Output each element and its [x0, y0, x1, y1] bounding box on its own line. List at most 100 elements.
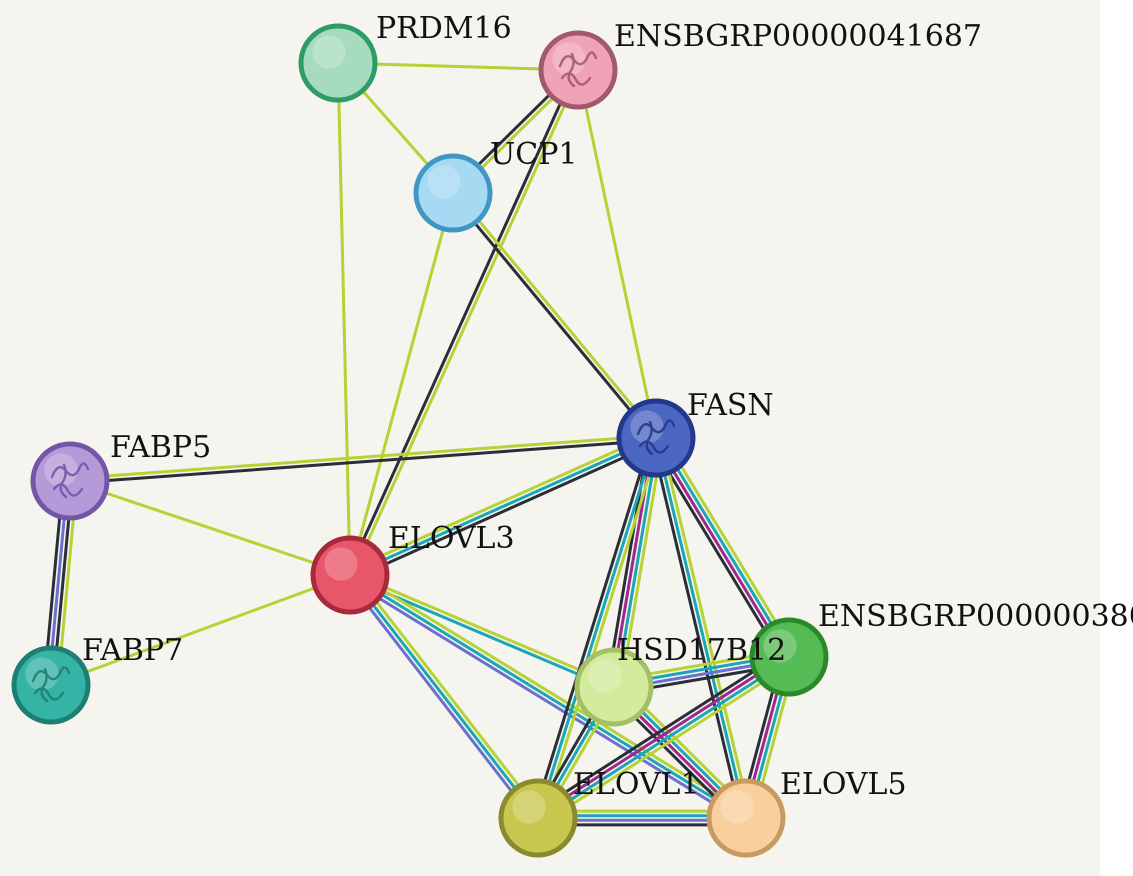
edge-FASN-ELOVL5[interactable]: [650, 435, 752, 821]
edge-strand-database: [656, 435, 793, 658]
edge-ELOVL3-FASN[interactable]: [346, 432, 660, 581]
edge-ELOVL3-ELOVL1[interactable]: [344, 570, 544, 823]
edge-ENSBGRP00000041687-FASN[interactable]: [576, 68, 658, 440]
edge-strand-textmining: [350, 69, 582, 578]
edge-strand-textmining: [350, 569, 750, 816]
edge-strand-coexpression: [449, 192, 656, 441]
edge-strand-coexpression: [648, 440, 785, 663]
edge-strand-textmining: [540, 661, 795, 826]
edge-strand-textmining: [336, 61, 352, 577]
node-layer: [11, 23, 829, 858]
edge-strand-homology: [346, 577, 746, 824]
node-highlight: [44, 453, 78, 487]
edge-strand-coexpression: [346, 67, 578, 576]
protein-structure-icon: [50, 462, 90, 499]
edge-strand-coexpression: [350, 440, 660, 581]
node-ENSBGRP00000038034[interactable]: [749, 617, 829, 697]
edge-FABP5-FASN[interactable]: [68, 434, 658, 485]
node-highlight: [552, 42, 586, 76]
node-FABP7[interactable]: [11, 645, 91, 725]
node-circle: [706, 778, 786, 858]
node-label-PRDM16: PRDM16: [376, 11, 512, 46]
node-ELOVL5[interactable]: [706, 778, 786, 858]
edge-ENSBGRP00000041687-ELOVL3[interactable]: [346, 67, 582, 578]
edge-strand-textmining: [576, 68, 658, 440]
node-circle: [11, 645, 91, 725]
node-FASN[interactable]: [616, 398, 696, 478]
edge-strand-database: [348, 573, 748, 820]
edge-strand-database: [536, 436, 658, 820]
node-label-FABP5: FABP5: [110, 430, 211, 465]
edge-UCP1-FASN[interactable]: [449, 190, 660, 441]
node-label-FABP7: FABP7: [82, 633, 183, 668]
node-FABP5[interactable]: [30, 441, 110, 521]
edge-FASN-ENSBGRP00000038034[interactable]: [648, 432, 797, 663]
node-circle: [498, 778, 578, 858]
node-highlight: [25, 657, 59, 691]
edge-strand-textmining: [352, 570, 544, 817]
edge-ELOVL3-ELOVL5[interactable]: [346, 569, 750, 824]
node-label-UCP1: UCP1: [490, 137, 578, 172]
node-circle: [749, 617, 829, 697]
edge-strand-database: [654, 436, 748, 820]
edge-strand-database: [537, 657, 792, 822]
edge-strand-textmining: [349, 571, 617, 687]
node-label-ELOVL5: ELOVL5: [780, 767, 907, 802]
node-circle: [310, 535, 390, 615]
edge-FABP5-ELOVL3[interactable]: [68, 479, 352, 577]
node-highlight: [630, 410, 664, 444]
edge-strand-textmining: [658, 435, 752, 819]
edge-strand-coexpression: [650, 437, 744, 821]
edge-UCP1-ELOVL3[interactable]: [348, 191, 455, 577]
node-circle: [574, 647, 654, 727]
protein-structure-icon: [31, 666, 71, 703]
node-label-ENSBGRP00000041687: ENSBGRP00000041687: [614, 19, 982, 54]
node-circle: [616, 398, 696, 478]
node-highlight: [427, 165, 461, 199]
edge-layer: [42, 61, 798, 827]
edge-strand-textmining: [68, 434, 658, 481]
diagram-background: [0, 0, 1100, 876]
node-label-ELOVL3: ELOVL3: [388, 521, 515, 556]
node-highlight: [588, 659, 622, 693]
node-UCP1[interactable]: [413, 153, 493, 233]
node-highlight: [312, 35, 346, 69]
node-label-ELOVL1: ELOVL1: [573, 767, 700, 802]
edge-PRDM16-ELOVL3[interactable]: [336, 61, 352, 577]
node-label-HSD17B12: HSD17B12: [617, 633, 786, 668]
node-circle: [30, 441, 110, 521]
edge-strand-experiments: [652, 437, 789, 660]
edge-strand-textmining: [346, 432, 656, 573]
edge-strand-homology: [344, 576, 536, 823]
node-label-FASN: FASN: [687, 388, 774, 423]
edge-strand-coexpression: [532, 649, 787, 814]
edge-strand-coexpression: [68, 438, 658, 485]
node-circle: [298, 23, 378, 103]
node-circle: [538, 30, 618, 110]
edge-ENSBGRP00000038034-ELOVL1[interactable]: [532, 649, 795, 826]
node-highlight: [763, 629, 797, 663]
edge-strand-database: [348, 573, 540, 820]
node-ELOVL3[interactable]: [310, 535, 390, 615]
edge-strand-textmining: [540, 437, 662, 821]
edge-strand-textmining: [68, 479, 352, 577]
edge-PRDM16-ENSBGRP00000041687[interactable]: [336, 61, 580, 72]
node-circle: [413, 153, 493, 233]
protein-structure-icon: [558, 51, 598, 88]
edge-strand-coexpression: [532, 435, 654, 819]
edge-FABP7-ELOVL3[interactable]: [49, 573, 352, 687]
edge-strand-database: [614, 436, 660, 689]
node-highlight: [720, 790, 754, 824]
node-highlight: [324, 547, 358, 581]
node-label-ENSBGRP00000038034: ENSBGRP00000038034: [818, 599, 1133, 634]
edge-FASN-ELOVL1[interactable]: [532, 435, 662, 821]
node-ENSBGRP00000041687[interactable]: [538, 30, 618, 110]
node-ELOVL1[interactable]: [498, 778, 578, 858]
node-PRDM16[interactable]: [298, 23, 378, 103]
node-HSD17B12[interactable]: [574, 647, 654, 727]
edge-strand-database: [348, 436, 658, 577]
edge-strand-textmining: [336, 61, 580, 72]
edge-strand-textmining: [348, 191, 455, 577]
